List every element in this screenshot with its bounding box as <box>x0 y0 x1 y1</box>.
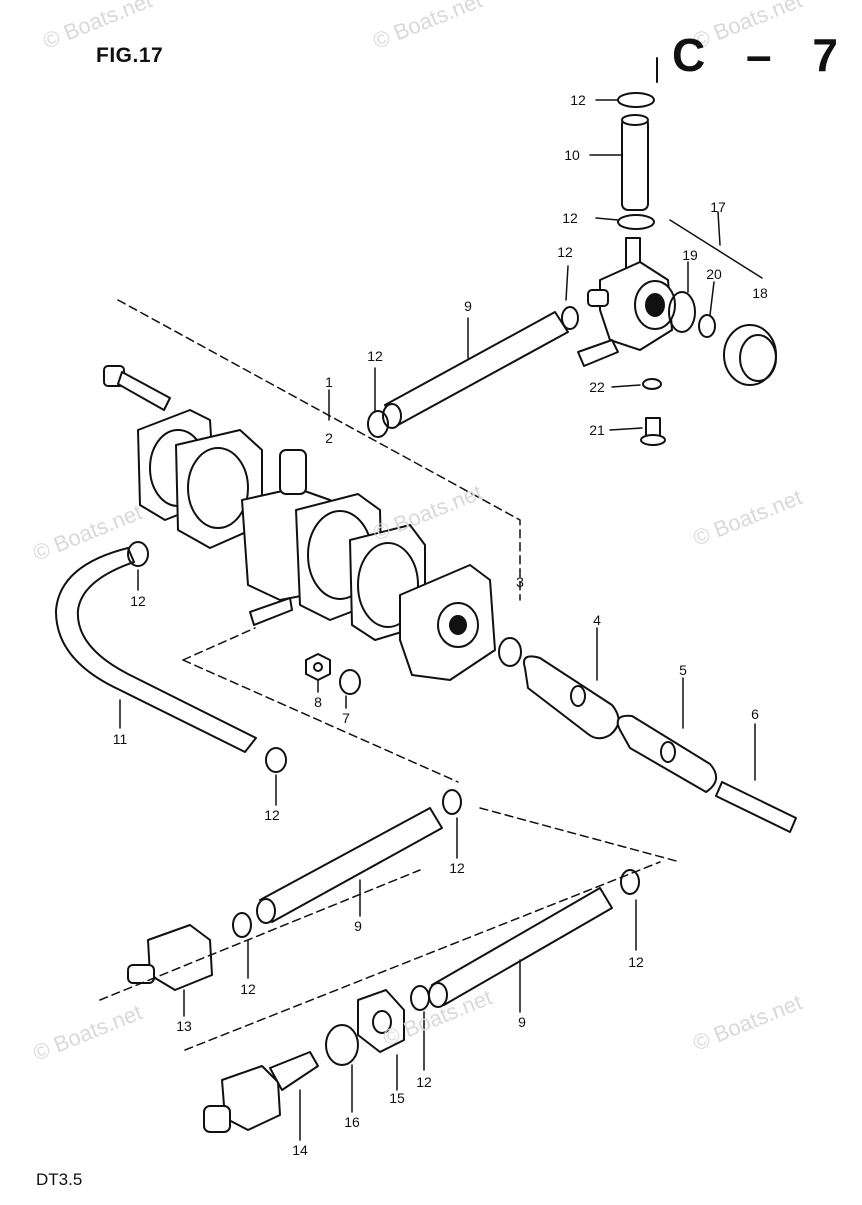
callout-12: 12 <box>557 244 573 260</box>
callout-20: 20 <box>706 266 722 282</box>
callout-1: 1 <box>325 374 333 390</box>
callout-18: 18 <box>752 285 768 301</box>
fuel-pump <box>137 409 496 681</box>
fuel-cock <box>577 237 676 367</box>
callout-12: 12 <box>416 1074 432 1090</box>
model-label: DT3.5 <box>36 1170 83 1189</box>
callout-16: 16 <box>344 1114 360 1130</box>
guide-lines <box>99 299 681 1051</box>
callout-12: 12 <box>562 210 578 226</box>
callout-12: 12 <box>130 593 146 609</box>
callout-21: 21 <box>589 422 605 438</box>
callout-12: 12 <box>367 348 383 364</box>
clip-shape <box>561 306 579 330</box>
nut-15 <box>357 989 405 1053</box>
washer-7 <box>339 669 361 695</box>
callout-17: 17 <box>710 199 726 215</box>
clip-shape <box>127 541 149 567</box>
leader <box>669 219 763 279</box>
leader-lines <box>119 99 756 1141</box>
callout-4: 4 <box>593 612 601 628</box>
callout-12: 12 <box>240 981 256 997</box>
clip-shape <box>367 410 389 438</box>
hose-11 <box>54 547 257 753</box>
clip-shape <box>617 92 655 108</box>
callout-10: 10 <box>564 147 580 163</box>
stud-6 <box>715 781 797 833</box>
callout-12: 12 <box>449 860 465 876</box>
clip-shape <box>442 789 462 815</box>
callout-15: 15 <box>389 1090 405 1106</box>
callout-13: 13 <box>176 1018 192 1034</box>
callout-12: 12 <box>264 807 280 823</box>
knob <box>723 324 777 386</box>
connector-14 <box>203 1051 319 1133</box>
callout-8: 8 <box>314 694 322 710</box>
callout-12: 12 <box>628 954 644 970</box>
callout-22: 22 <box>589 379 605 395</box>
hose-10 <box>621 114 649 211</box>
clip-shape <box>232 912 252 938</box>
callout-5: 5 <box>679 662 687 678</box>
gasket-5 <box>616 714 717 793</box>
callout-19: 19 <box>682 247 698 263</box>
screw-21 <box>640 417 666 446</box>
clip-shape <box>265 747 287 773</box>
callout-6: 6 <box>751 706 759 722</box>
page-code: C – 7 <box>672 29 852 81</box>
callout-3: 3 <box>516 574 524 590</box>
hose-9-upper <box>382 311 569 429</box>
callout-14: 14 <box>292 1142 308 1158</box>
figure-title: FIG.17 <box>96 44 164 67</box>
nut-8 <box>305 653 331 681</box>
connector-13 <box>127 924 213 991</box>
washer-16 <box>325 1024 359 1066</box>
long-bolt <box>103 365 171 411</box>
o-ring <box>668 291 696 333</box>
callout-7: 7 <box>342 710 350 726</box>
callout-9: 9 <box>354 918 362 934</box>
gasket-3 <box>498 637 522 667</box>
callout-11: 11 <box>112 731 128 747</box>
callout-12: 12 <box>570 92 586 108</box>
clip-shape <box>620 869 640 895</box>
clip-shape <box>617 214 655 230</box>
callout-9: 9 <box>518 1014 526 1030</box>
callout-9: 9 <box>464 298 472 314</box>
spring <box>698 314 716 338</box>
clip-shape <box>410 985 430 1011</box>
callout-2: 2 <box>325 430 333 446</box>
washer-22 <box>642 378 662 390</box>
hose-9-mid <box>256 807 443 924</box>
